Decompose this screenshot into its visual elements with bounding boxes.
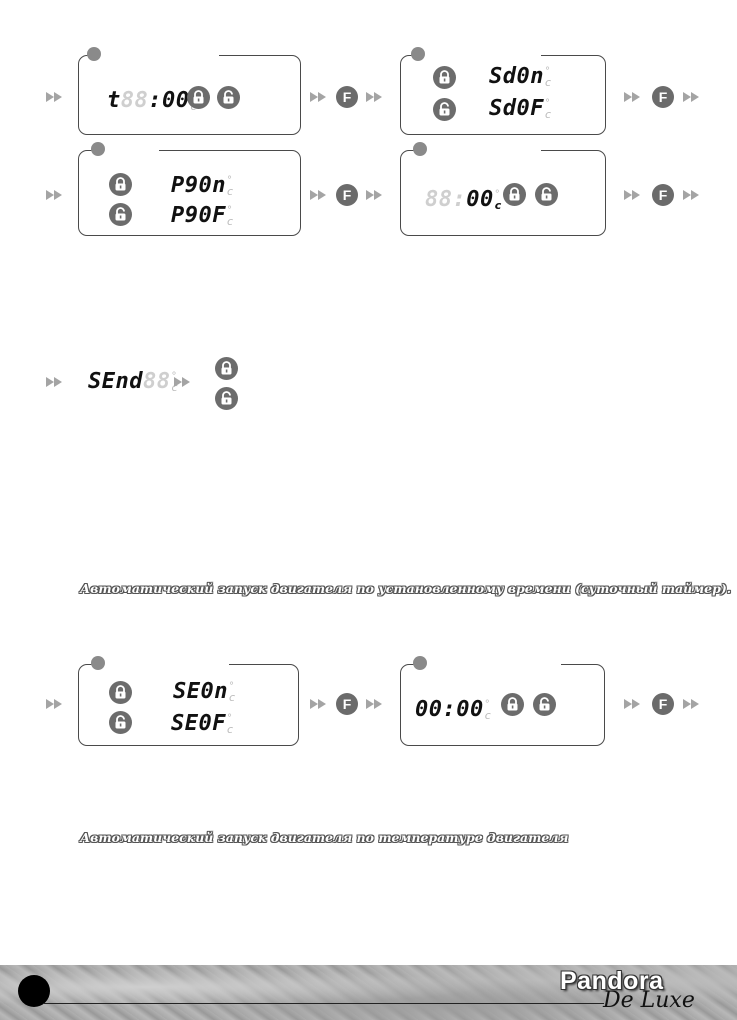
lock-open-icon[interactable] xyxy=(109,203,132,226)
double-arrow-right-icon xyxy=(683,190,699,200)
degree-symbol: ° xyxy=(544,98,550,109)
f-button[interactable]: F xyxy=(336,693,358,715)
lcd-main-text: SE0n xyxy=(173,679,228,704)
lcd-main-text: P90F xyxy=(171,203,226,228)
degree-symbol: ° xyxy=(171,371,177,382)
lock-open-icon[interactable] xyxy=(217,86,240,109)
double-arrow-right-icon xyxy=(46,92,62,102)
step-indicator-dot xyxy=(91,656,105,670)
lcd-separator: : xyxy=(148,88,162,113)
lcd-main-text: P90n xyxy=(171,173,226,198)
lcd-main-text: Sd0n xyxy=(489,64,544,89)
double-arrow-right-icon xyxy=(310,699,326,709)
brand-logo-deluxe: De Luxe xyxy=(603,988,695,1013)
lcd-main-text: SE0F xyxy=(171,711,226,736)
double-arrow-right-icon xyxy=(624,190,640,200)
lock-closed-icon[interactable] xyxy=(503,183,526,206)
double-arrow-right-icon xyxy=(310,92,326,102)
lock-closed-icon[interactable] xyxy=(109,173,132,196)
double-arrow-right-icon xyxy=(366,92,382,102)
lcd-panel-minutes: 88: 00 °c xyxy=(400,142,606,236)
lcd-display: 00:00 °c xyxy=(415,697,491,722)
section-caption-daily-timer: Автоматический запуск двигателя по устан… xyxy=(80,581,732,596)
step-indicator-dot xyxy=(87,47,101,61)
double-arrow-right-icon xyxy=(310,190,326,200)
double-arrow-right-icon xyxy=(683,92,699,102)
lock-closed-icon[interactable] xyxy=(109,681,132,704)
lock-open-icon[interactable] xyxy=(433,98,456,121)
degree-symbol: ° xyxy=(226,205,232,216)
degree-symbol: ° xyxy=(226,175,232,186)
lcd-main-digits: 00 xyxy=(162,88,190,113)
lock-closed-icon[interactable] xyxy=(501,693,524,716)
section-caption-engine-temperature: Автоматический запуск двигателя по темпе… xyxy=(80,830,569,845)
double-arrow-right-icon xyxy=(624,92,640,102)
lcd-main-digits: 00:00 xyxy=(415,697,484,722)
celsius-symbol: c xyxy=(544,76,552,89)
celsius-symbol: c xyxy=(228,691,236,704)
double-arrow-right-icon xyxy=(46,699,62,709)
lcd-main-text: SEnd xyxy=(88,369,143,394)
lcd-ghost-digits: 88: xyxy=(425,187,467,212)
celsius-symbol: c xyxy=(171,381,178,394)
lock-closed-icon[interactable] xyxy=(433,66,456,89)
lcd-display-send: SEnd 88 °c xyxy=(88,369,178,394)
footer-rule xyxy=(44,1003,604,1004)
lcd-display: 88: 00 °c xyxy=(425,187,502,212)
celsius-symbol: c xyxy=(226,723,234,736)
step-indicator-dot xyxy=(91,142,105,156)
lcd-display-on: SE0n °c xyxy=(173,679,236,704)
brand-logo-pandora: Pandora xyxy=(560,967,664,995)
lcd-display-off: SE0F °c xyxy=(171,711,234,736)
double-arrow-right-icon xyxy=(683,699,699,709)
f-button[interactable]: F xyxy=(336,86,358,108)
lock-closed-icon[interactable] xyxy=(215,357,238,380)
lock-open-icon[interactable] xyxy=(215,387,238,410)
f-button[interactable]: F xyxy=(652,86,674,108)
lcd-ghost-digits: 88 xyxy=(120,88,149,113)
double-arrow-right-icon xyxy=(46,190,62,200)
lcd-main-text: t xyxy=(107,88,121,113)
lcd-display-off: P90F °c xyxy=(171,203,234,228)
lcd-display: t 88 : 00 °c xyxy=(107,88,197,113)
celsius-symbol: c xyxy=(544,108,552,121)
double-arrow-right-icon xyxy=(366,190,382,200)
lock-closed-icon[interactable] xyxy=(187,86,210,109)
lcd-main-text: Sd0F xyxy=(489,96,544,121)
lcd-panel-start-time: 00:00 °c xyxy=(400,656,605,746)
double-arrow-right-icon xyxy=(624,699,640,709)
f-button[interactable]: F xyxy=(652,693,674,715)
lcd-main-digits: 00 xyxy=(466,187,494,212)
lcd-display-off: Sd0F °c xyxy=(489,96,552,121)
double-arrow-right-icon xyxy=(366,699,382,709)
lock-open-icon[interactable] xyxy=(533,693,556,716)
degree-symbol: ° xyxy=(484,699,490,710)
degree-symbol: ° xyxy=(226,713,232,724)
celsius-symbol: c xyxy=(484,709,491,722)
lcd-ghost-digits: 88 xyxy=(142,369,171,394)
lcd-display-on: Sd0n °c xyxy=(489,64,552,89)
step-indicator-dot xyxy=(413,142,427,156)
lock-open-icon[interactable] xyxy=(535,183,558,206)
lcd-panel-p9-on-off: P90n °c P90F °c xyxy=(78,142,301,236)
page-number-dot xyxy=(18,975,50,1007)
lcd-panel-sd-on-off: Sd0n °c Sd0F °c xyxy=(400,47,606,135)
degree-symbol: ° xyxy=(544,66,550,77)
lcd-display-on: P90n °c xyxy=(171,173,234,198)
lcd-panel-se-on-off: SE0n °c SE0F °c xyxy=(78,656,299,746)
degree-symbol: ° xyxy=(494,189,500,200)
celsius-symbol: c xyxy=(226,185,234,198)
footer-texture-band xyxy=(0,965,737,1020)
double-arrow-right-icon xyxy=(174,377,190,387)
step-indicator-dot xyxy=(411,47,425,61)
lock-open-icon[interactable] xyxy=(109,711,132,734)
f-button[interactable]: F xyxy=(336,184,358,206)
lcd-panel-timer-hour: t 88 : 00 °c xyxy=(78,47,301,135)
degree-symbol: ° xyxy=(228,681,234,692)
double-arrow-right-icon xyxy=(46,377,62,387)
celsius-symbol: c xyxy=(494,199,502,212)
step-indicator-dot xyxy=(413,656,427,670)
celsius-symbol: c xyxy=(226,215,234,228)
f-button[interactable]: F xyxy=(652,184,674,206)
